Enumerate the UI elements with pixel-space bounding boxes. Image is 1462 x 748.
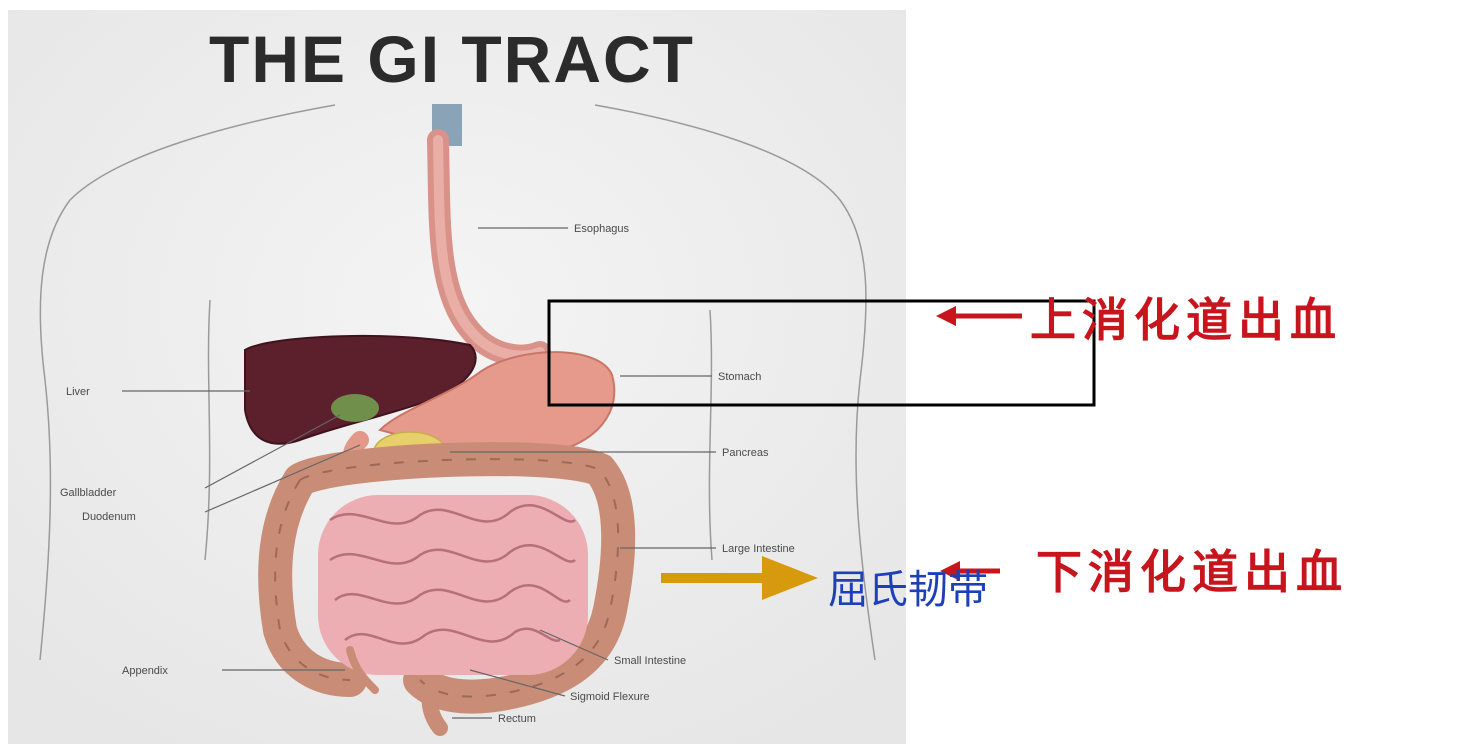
label-appendix: Appendix (122, 665, 168, 677)
treitz-ligament-label: 屈氏韧带 (828, 567, 988, 613)
label-esophagus: Esophagus (574, 223, 630, 235)
upper-gi-arrow (936, 306, 1022, 326)
upper-gi-bleeding-label: 上消化道出血 (1030, 293, 1342, 347)
label-liver: Liver (66, 386, 90, 398)
label-rectum: Rectum (498, 713, 536, 725)
label-sigmoid-flexure: Sigmoid Flexure (570, 691, 649, 703)
label-pancreas: Pancreas (722, 447, 769, 459)
label-gallbladder: Gallbladder (60, 487, 117, 499)
label-small-intestine: Small Intestine (614, 655, 686, 667)
label-duodenum: Duodenum (82, 511, 136, 523)
gallbladder-organ (331, 394, 379, 422)
diagram-title: THE GI TRACT (209, 22, 695, 96)
lower-gi-bleeding-label: 下消化道出血 (1036, 545, 1348, 599)
label-stomach: Stomach (718, 371, 761, 383)
label-large-intestine: Large Intestine (722, 543, 795, 555)
small-intestine-organ (318, 495, 588, 675)
